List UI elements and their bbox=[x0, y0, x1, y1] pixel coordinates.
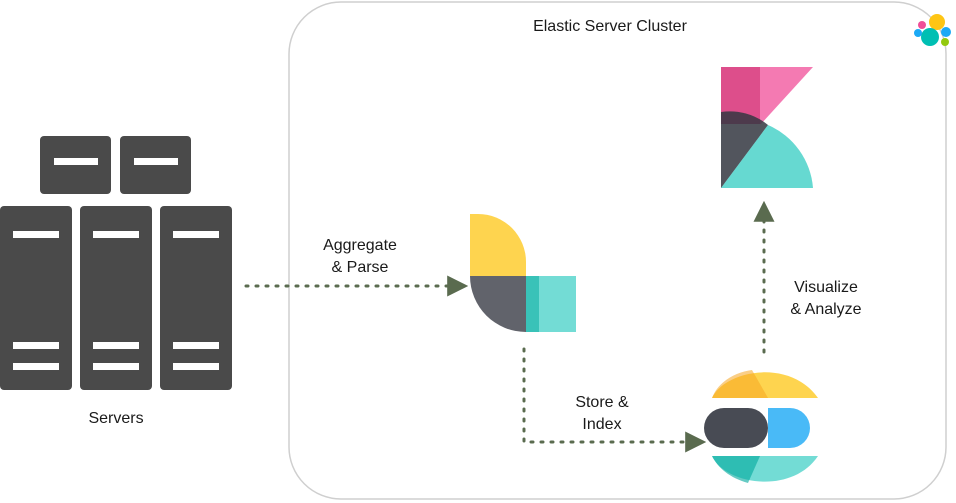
edge-label-store-index: Store & Index bbox=[552, 392, 652, 436]
servers-label: Servers bbox=[88, 410, 144, 427]
server-tower-1 bbox=[0, 206, 72, 390]
servers-icon bbox=[0, 136, 232, 390]
kibana-logo-icon bbox=[721, 67, 813, 188]
logstash-logo-icon bbox=[470, 214, 576, 332]
server-tower-3 bbox=[160, 206, 232, 390]
elastic-logo-icon bbox=[914, 14, 951, 46]
server-unit-top-left bbox=[40, 136, 111, 194]
edge-label-visualize-analyze: Visualize & Analyze bbox=[770, 277, 882, 321]
server-unit-top-right bbox=[120, 136, 191, 194]
edge-label-aggregate-parse: Aggregate & Parse bbox=[300, 235, 420, 279]
edge-label-line2: & Parse bbox=[331, 259, 389, 276]
cluster-title: Elastic Server Cluster bbox=[533, 18, 687, 35]
edge-store-index bbox=[522, 347, 707, 453]
edge-label-line1: Aggregate bbox=[323, 237, 397, 254]
edge-label-line2: & Analyze bbox=[790, 301, 862, 318]
edge-label-line2: Index bbox=[582, 416, 622, 433]
server-tower-2 bbox=[80, 206, 152, 390]
edge-label-line1: Store & bbox=[575, 394, 629, 411]
edge-label-line1: Visualize bbox=[794, 279, 858, 296]
elasticsearch-logo-icon bbox=[704, 370, 818, 483]
